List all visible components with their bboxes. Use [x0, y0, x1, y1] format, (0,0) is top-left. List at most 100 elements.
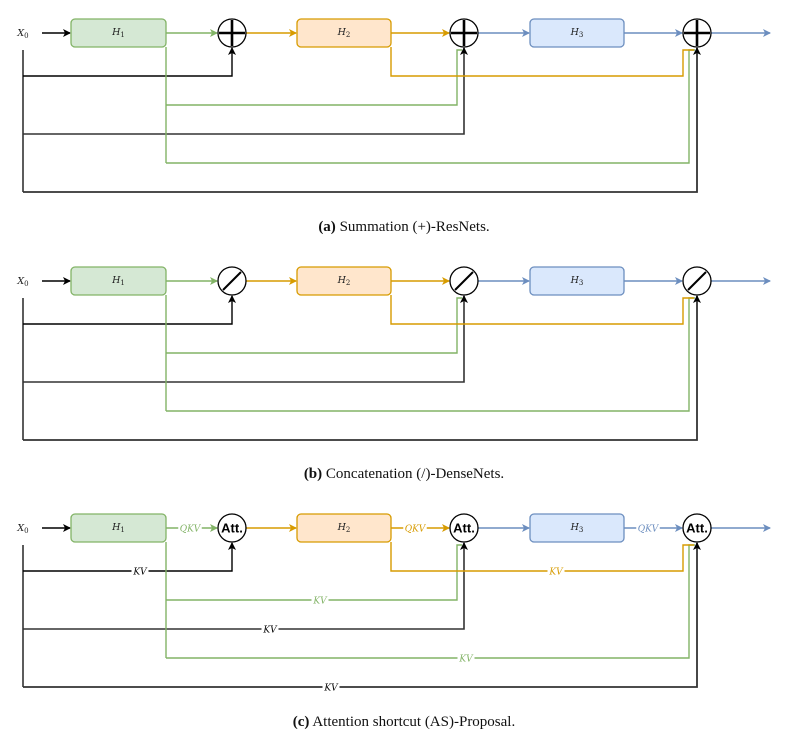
- skip-x0-to-op2: [23, 542, 468, 630]
- operator-node-1: [217, 266, 247, 296]
- block-h1: H1: [70, 18, 167, 48]
- edge-label-text: KV: [548, 568, 564, 578]
- operator-node-2: Att.: [449, 513, 479, 543]
- edge-label-bg: [131, 565, 149, 577]
- block-h2-label: H2: [337, 27, 351, 39]
- edge-label-kv-x0-op2: KV: [261, 623, 279, 636]
- block-h3: H3: [529, 266, 625, 296]
- math-base: H: [337, 27, 347, 38]
- slash-mark: [454, 271, 474, 291]
- skip-x0-to-op1: [23, 542, 236, 572]
- edge-label-bg: [547, 565, 565, 577]
- edge-label-text: QKV: [180, 525, 202, 535]
- skip-h2-to-op3: [390, 47, 694, 77]
- skip-x0-to-op1: [23, 295, 236, 325]
- math-base: H: [570, 275, 580, 286]
- edge-label-text: KV: [262, 626, 278, 636]
- skip-h1-to-op3: [166, 544, 695, 659]
- skip-x0-to-op3: [23, 295, 701, 441]
- edge-label-text: KV: [323, 684, 339, 694]
- edge-label-text: KV: [312, 597, 328, 607]
- math-subscript: 0: [24, 527, 28, 535]
- skip-h2-to-op3: [390, 542, 694, 572]
- block-h2: H2: [296, 18, 392, 48]
- skip-x0-to-op2: [23, 295, 468, 383]
- block-h2-label: H2: [337, 275, 351, 287]
- caption-text: Summation (+)-ResNets.: [336, 219, 490, 235]
- operator-node-3: [682, 18, 712, 48]
- block-h2-label: H2: [337, 522, 351, 534]
- attention-label: Att.: [221, 521, 243, 536]
- caption-b: (b) Concatenation (/)-DenseNets.: [304, 466, 504, 482]
- attention-label: Att.: [686, 521, 708, 536]
- caption-tag: (c): [293, 714, 310, 730]
- skip-x0-to-op2: [23, 47, 468, 135]
- block-h1-label: H1: [111, 27, 125, 39]
- caption-tag: (a): [318, 219, 336, 235]
- attention-label: Att.: [453, 521, 475, 536]
- block-h3: H3: [529, 18, 625, 48]
- math-base: X: [16, 28, 25, 39]
- skip-connections: [22, 295, 701, 441]
- block-h3: H3: [529, 513, 625, 543]
- skip-h1-to-op2: [166, 49, 462, 106]
- block-h3-label: H3: [570, 275, 584, 287]
- edge-label-kv-x0-op1: KV: [131, 565, 149, 578]
- slash-mark: [222, 271, 242, 291]
- edge-label-bg: [322, 681, 340, 693]
- edge-label-bg: [403, 522, 427, 534]
- block-h3-label: H3: [570, 27, 584, 39]
- math-subscript: 0: [24, 280, 28, 288]
- skip-x0-to-op1: [23, 47, 236, 77]
- skip-x0-to-op3: [23, 47, 701, 193]
- caption-text: Attention shortcut (AS)-Proposal.: [309, 714, 515, 730]
- caption-c: (c) Attention shortcut (AS)-Proposal.: [293, 714, 515, 730]
- operator-node-1: Att.: [217, 513, 247, 543]
- edge-label-kv-x0-op3: KV: [322, 681, 340, 694]
- block-h2: H2: [296, 513, 392, 543]
- skip-connections: [22, 47, 701, 193]
- input-label-x0: X0: [16, 276, 28, 288]
- attention-node-icon: [217, 513, 247, 543]
- block-h1-label: H1: [111, 522, 125, 534]
- edge-label-bg: [457, 652, 475, 664]
- math-base: X: [16, 523, 25, 534]
- input-label-x0: X0: [16, 523, 28, 535]
- input-label-x0: X0: [16, 28, 28, 40]
- math-subscript: 2: [346, 31, 350, 39]
- caption-text: Concatenation (/)-DenseNets.: [322, 466, 504, 482]
- math-base: X: [16, 276, 25, 287]
- math-subscript: 0: [24, 32, 28, 40]
- math-subscript: 1: [120, 31, 124, 39]
- operator-node-2: [449, 18, 479, 48]
- edge-label-kv-h2-op3: KV: [547, 565, 565, 578]
- edge-label-text: QKV: [638, 525, 660, 535]
- math-subscript: 1: [120, 526, 124, 534]
- caption-a: (a) Summation (+)-ResNets.: [318, 219, 489, 235]
- math-subscript: 3: [579, 31, 583, 39]
- block-h3-label: H3: [570, 522, 584, 534]
- math-base: H: [111, 522, 121, 533]
- attention-node-icon: [682, 513, 712, 543]
- edge-label-text: QKV: [405, 525, 427, 535]
- operator-node-3: Att.: [682, 513, 712, 543]
- skip-h1-to-op2: [166, 544, 462, 601]
- caption-tag: (b): [304, 466, 322, 482]
- edge-label-kv-h1-op2: KV: [311, 594, 329, 607]
- edge-label-bg: [311, 594, 329, 606]
- math-subscript: 3: [579, 526, 583, 534]
- edge-label-bg: [636, 522, 660, 534]
- skip-h1-to-op2: [166, 297, 462, 354]
- edge-label-bg: [178, 522, 202, 534]
- math-subscript: 2: [346, 279, 350, 287]
- edge-label-text: KV: [132, 568, 148, 578]
- attention-node-icon: [449, 513, 479, 543]
- edge-label-qkv-h2: QKV: [403, 522, 427, 535]
- block-h2: H2: [296, 266, 392, 296]
- math-base: H: [111, 275, 121, 286]
